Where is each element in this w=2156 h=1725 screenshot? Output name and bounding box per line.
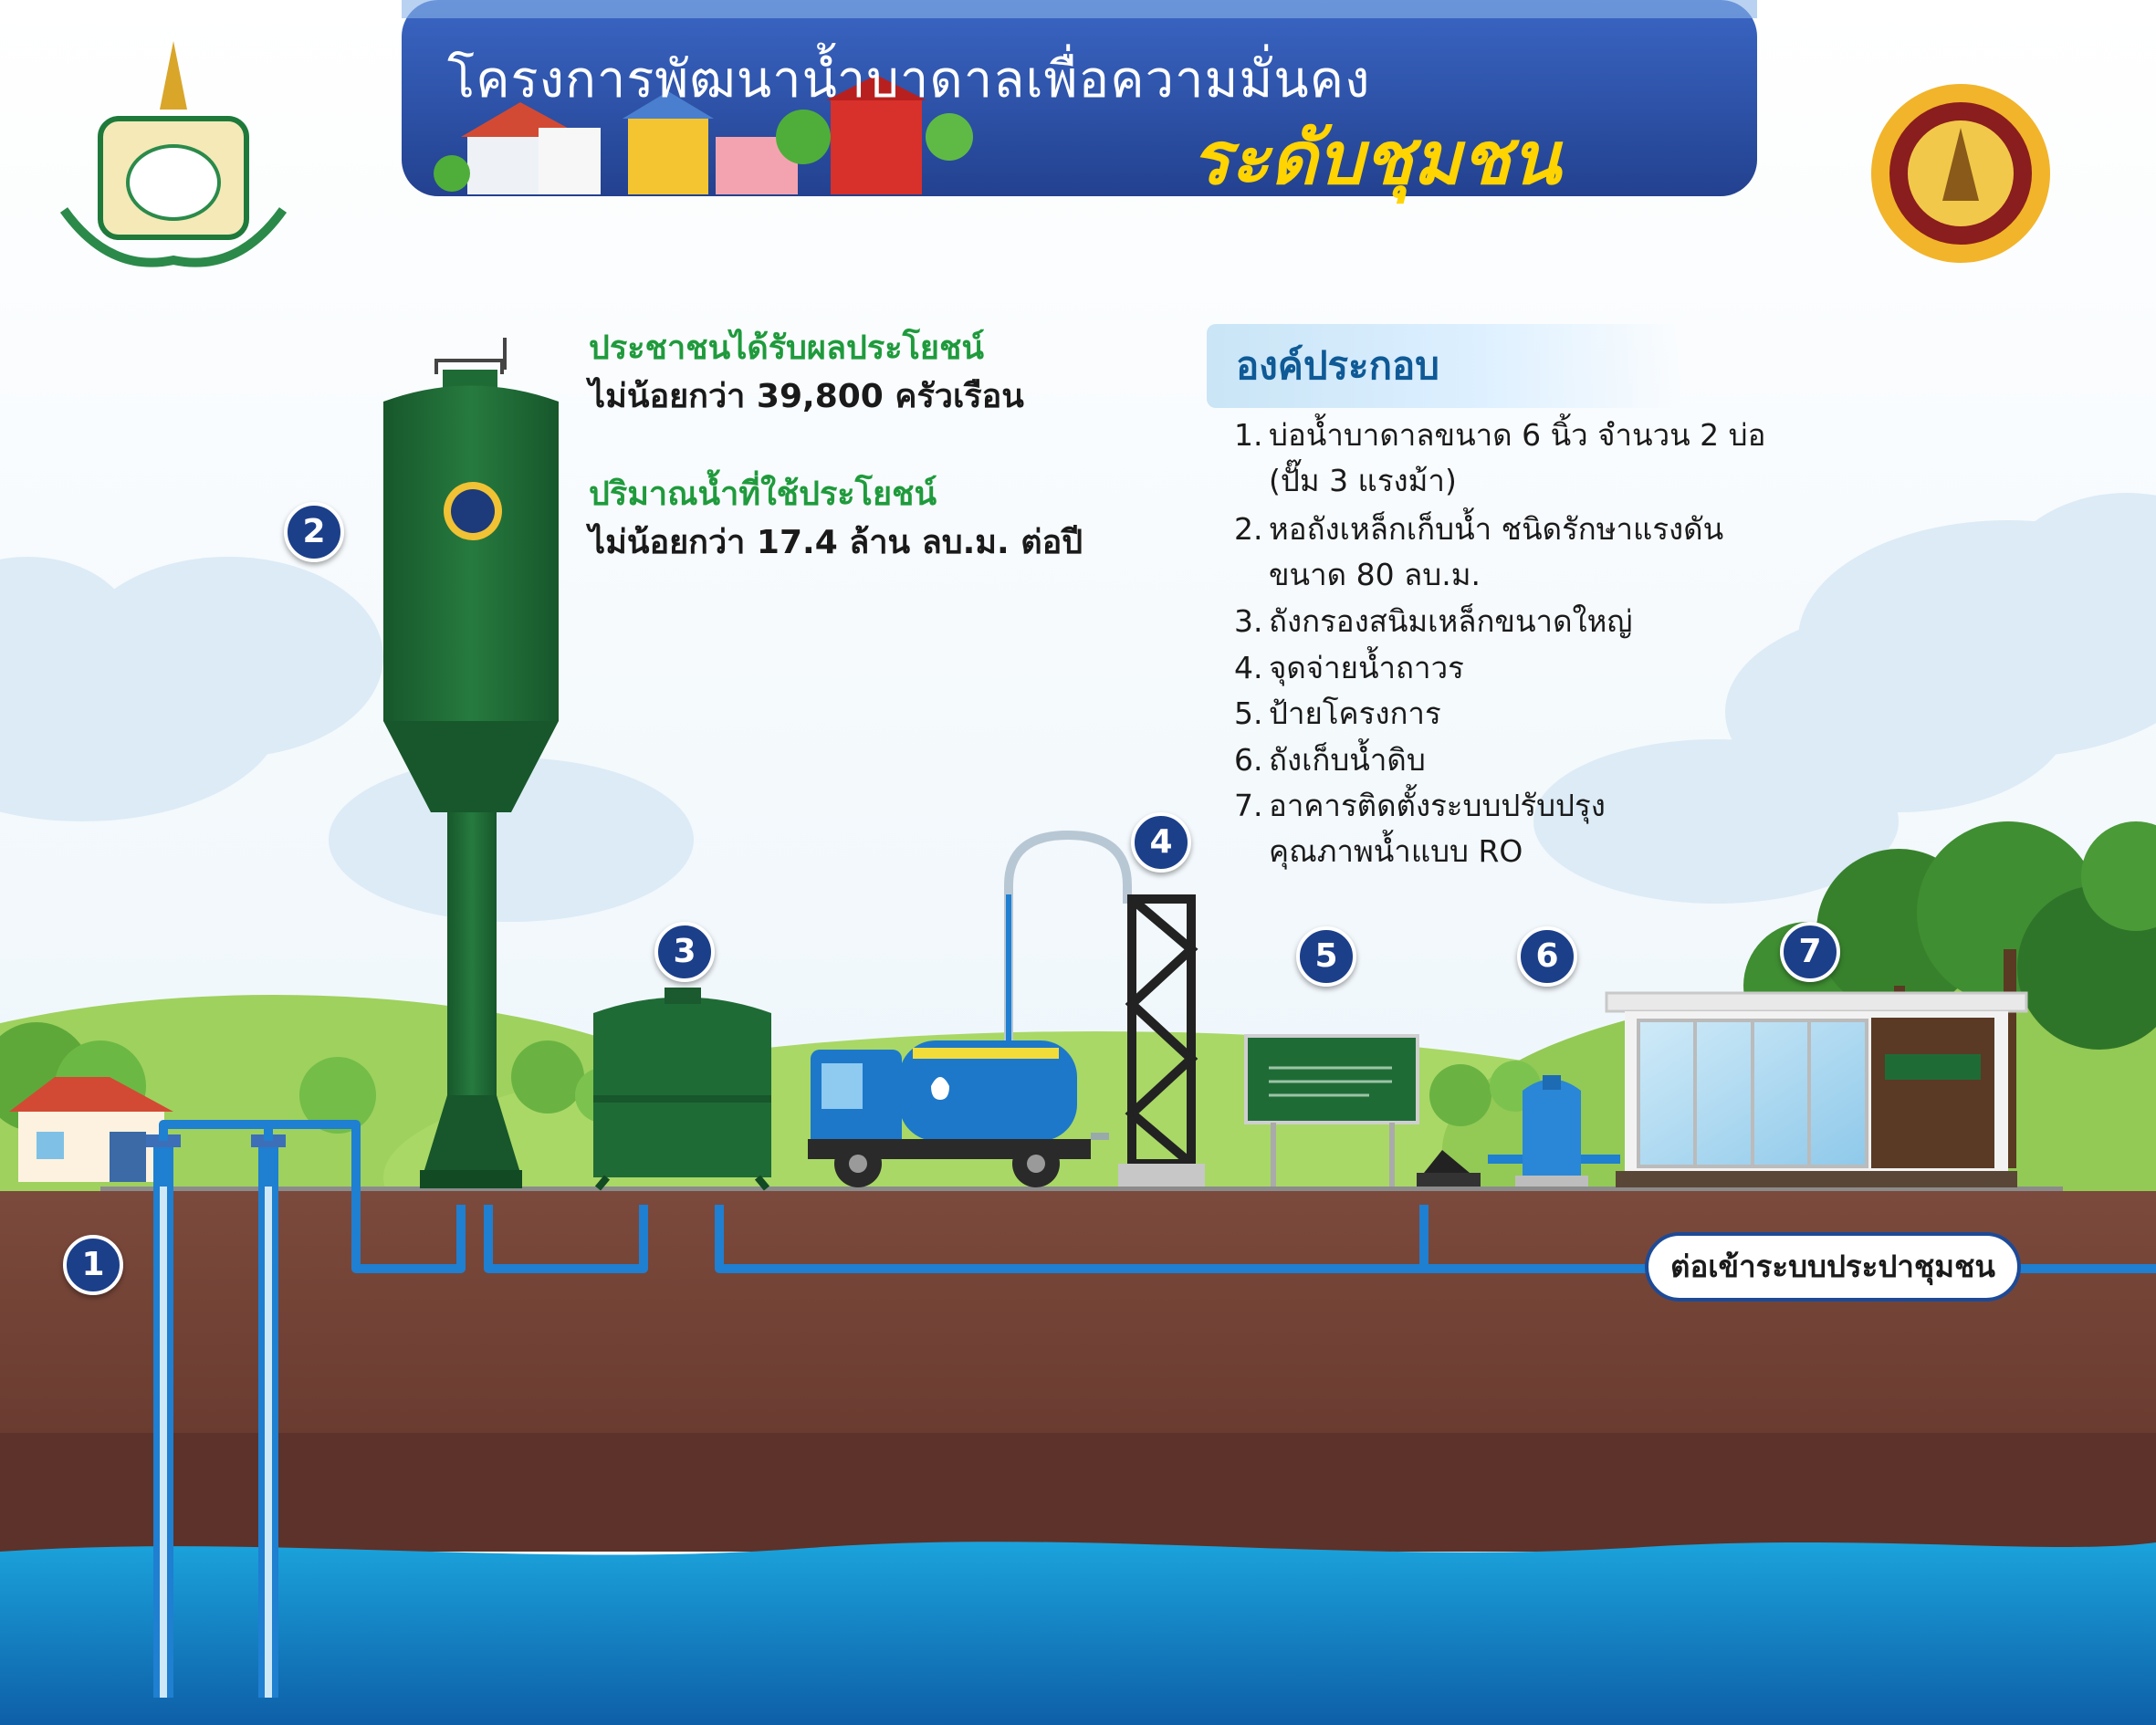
water-truck	[808, 1040, 1109, 1187]
pipes	[159, 1120, 2156, 1273]
marker-4: 4	[1131, 812, 1191, 873]
component-item: 7.อาคารติดตั้งระบบปรับปรุง คุณภาพน้ำแบบ …	[1234, 783, 1606, 874]
components-title: องค์ประกอบ	[1207, 324, 1681, 408]
component-num: 3.	[1234, 603, 1263, 639]
soil-top	[0, 1191, 2156, 1438]
component-num: 6.	[1234, 742, 1263, 778]
component-item: 3.ถังกรองสนิมเหล็กขนาดใหญ่	[1234, 599, 1632, 644]
component-text-cont: คุณภาพน้ำแบบ RO	[1269, 833, 1523, 869]
component-text: ถังกรองสนิมเหล็กขนาดใหญ่	[1269, 603, 1633, 639]
component-item: 4.จุดจ่ายน้ำถาวร	[1234, 645, 1464, 691]
community-water-connection-label: ต่อเข้าระบบประปาชุมชน	[1645, 1232, 2021, 1302]
component-num: 4.	[1234, 650, 1263, 685]
marker-6: 6	[1517, 926, 1577, 987]
component-item: 6.ถังเก็บน้ำดิบ	[1234, 737, 1426, 783]
header-banner	[402, 0, 1757, 196]
component-item: 2.หอถังเหล็กเก็บน้ำ ชนิดรักษาแรงดัน ขนาด…	[1234, 507, 1723, 598]
component-text: ถังเก็บน้ำดิบ	[1269, 742, 1426, 778]
component-num: 5.	[1234, 695, 1263, 731]
component-text-cont: (ปั๊ม 3 แรงม้า)	[1269, 463, 1457, 498]
component-text: หอถังเหล็กเก็บน้ำ ชนิดรักษาแรงดัน	[1269, 511, 1724, 547]
banner-houses	[434, 75, 973, 194]
component-text: บ่อน้ำบาดาลขนาด 6 นิ้ว จำนวน 2 บ่อ	[1269, 417, 1766, 453]
component-num: 7.	[1234, 788, 1263, 823]
wells	[146, 1134, 286, 1698]
marker-7: 7	[1780, 922, 1840, 982]
component-text-cont: ขนาด 80 ลบ.ม.	[1269, 557, 1481, 592]
project-sign	[1244, 1034, 1419, 1187]
component-text: ป้ายโครงการ	[1269, 695, 1441, 731]
beneficiaries-label: ประชาชนได้รับผลประโยชน์	[589, 329, 985, 367]
header-title: โครงการพัฒนาน้ำบาดาลเพื่อความมั่นคง	[447, 50, 1371, 110]
filter-tank	[593, 988, 771, 1191]
component-text: อาคารติดตั้งระบบปรับปรุง	[1269, 788, 1606, 823]
ro-building	[1605, 991, 2028, 1187]
marker-5: 5	[1296, 926, 1356, 987]
component-text: จุดจ่ายน้ำถาวร	[1269, 650, 1464, 685]
dgr-seal	[1871, 84, 2050, 263]
component-item: 1.บ่อน้ำบาดาลขนาด 6 นิ้ว จำนวน 2 บ่อ (ปั…	[1234, 413, 1765, 504]
component-num: 2.	[1234, 511, 1263, 547]
component-num: 1.	[1234, 417, 1263, 453]
marker-1: 1	[63, 1235, 123, 1295]
water-dispenser	[1004, 830, 1205, 1187]
water-tower	[383, 338, 559, 1188]
ministry-emblem	[59, 41, 288, 267]
component-item: 5.ป้ายโครงการ	[1234, 691, 1441, 737]
soil-deep	[0, 1433, 2156, 1552]
marker-3: 3	[654, 922, 715, 982]
raw-water-tank	[1417, 1075, 1588, 1187]
header-subtitle: ระดับชุมชน	[1191, 116, 1561, 201]
water-volume-label: ปริมาณน้ำที่ใช้ประโยชน์	[589, 476, 937, 513]
marker-2: 2	[284, 502, 344, 562]
clouds	[0, 493, 2156, 922]
beneficiaries-value: ไม่น้อยกว่า 39,800 ครัวเรือน	[589, 378, 1024, 415]
water-volume-value: ไม่น้อยกว่า 17.4 ล้าน ลบ.ม. ต่อปี	[589, 524, 1083, 561]
aquifer	[0, 1542, 2156, 1725]
house	[9, 1077, 173, 1182]
